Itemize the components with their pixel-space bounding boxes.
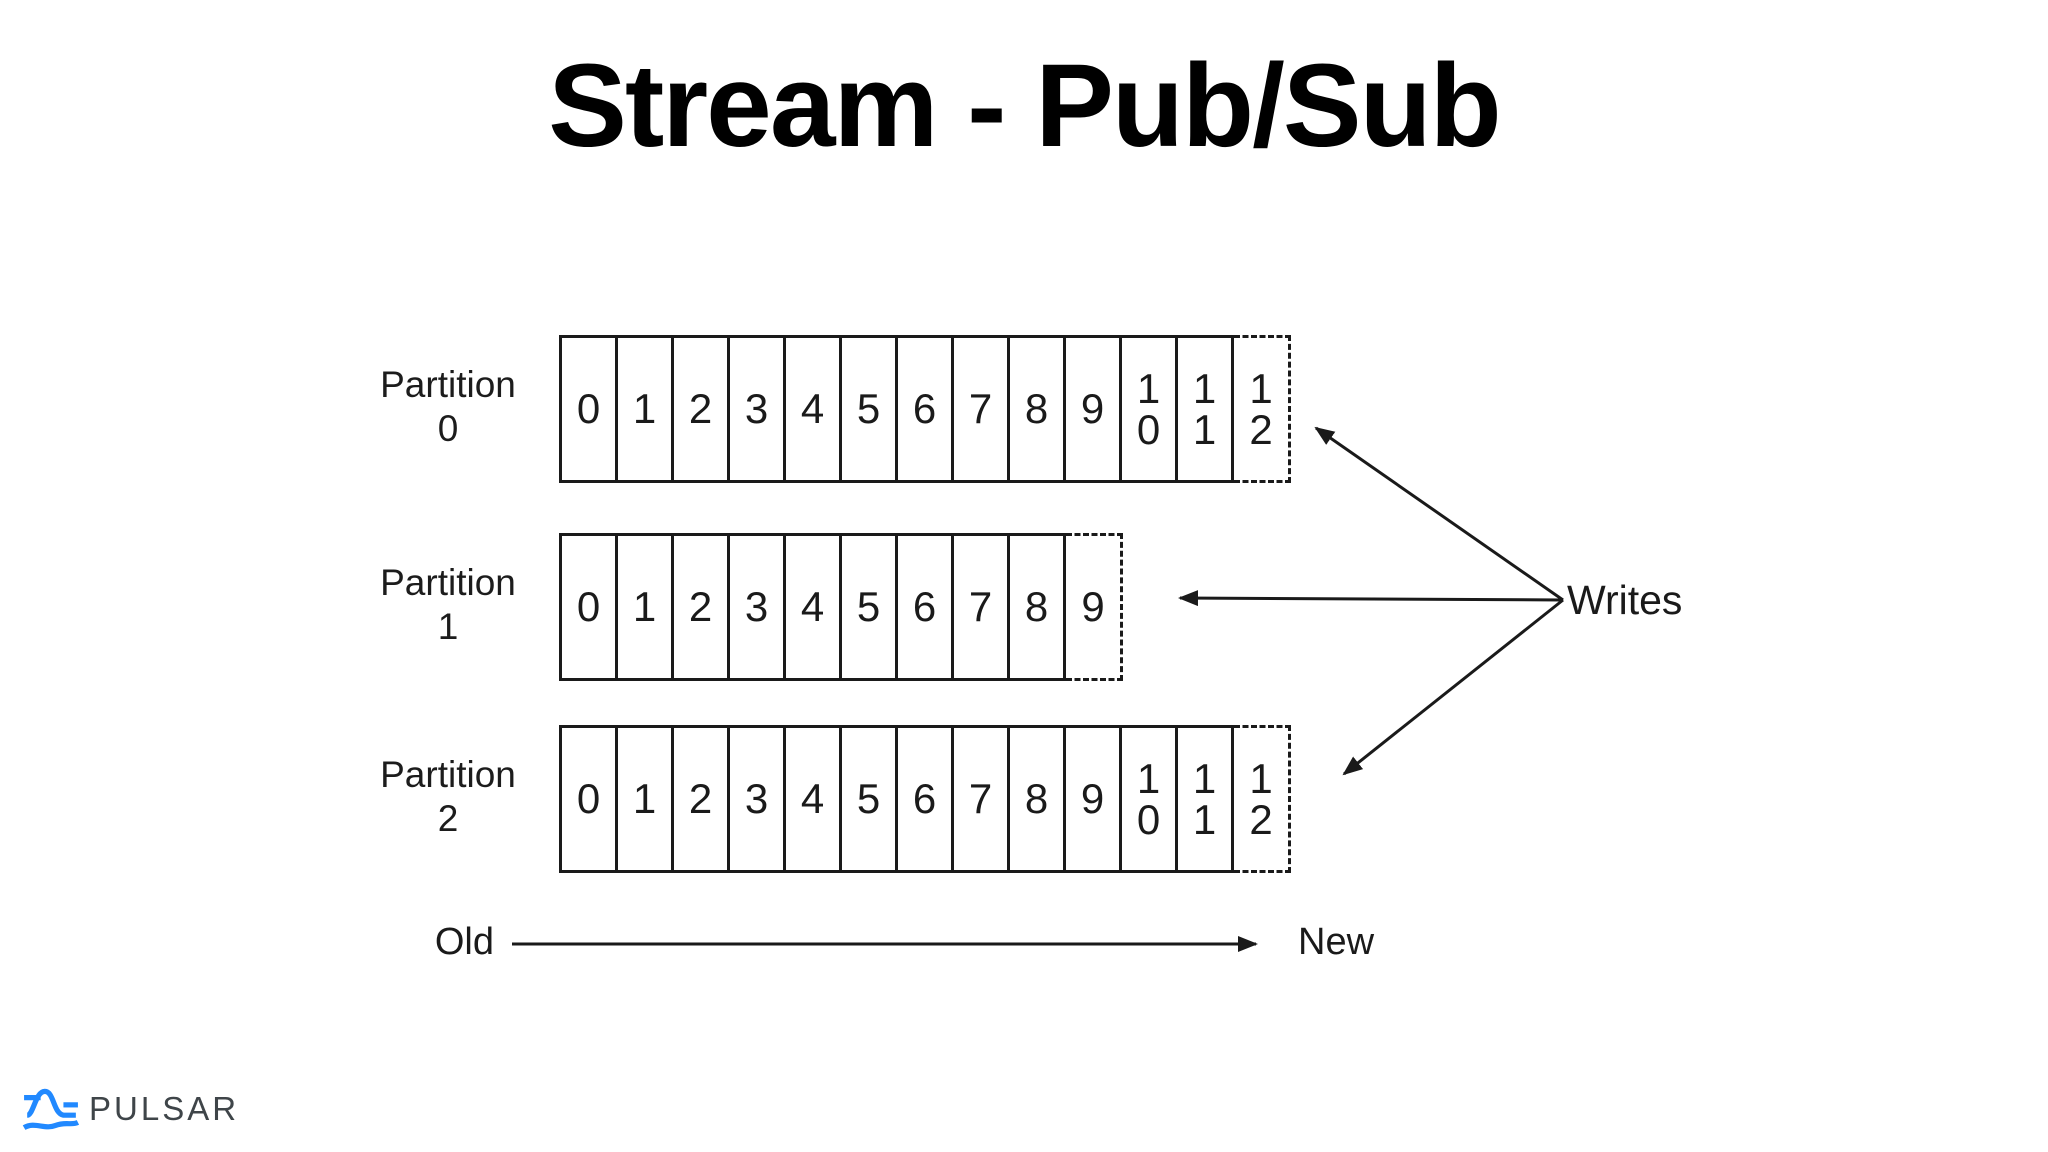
writes-arrow-bottom xyxy=(1342,598,1564,776)
cell-number: 5 xyxy=(856,775,881,823)
partition-label-name: Partition xyxy=(380,754,516,795)
pending-log-cell: 12 xyxy=(1234,335,1291,483)
log-cell: 9 xyxy=(1063,725,1122,873)
log-cell: 0 xyxy=(559,533,618,681)
log-cell: 1 xyxy=(615,533,674,681)
log-cell: 7 xyxy=(951,335,1010,483)
cell-number: 5 xyxy=(856,583,881,631)
log-cell: 11 xyxy=(1175,725,1234,873)
cell-number: 2 xyxy=(688,583,713,631)
partition-label-name: Partition xyxy=(380,364,516,405)
cell-number: 9 xyxy=(1080,775,1105,823)
cell-number: 8 xyxy=(1024,385,1049,433)
cell-number: 3 xyxy=(744,385,769,433)
cell-number: 8 xyxy=(1024,775,1049,823)
log-cell: 1 xyxy=(615,725,674,873)
cell-number: 4 xyxy=(800,583,825,631)
log-cell: 8 xyxy=(1007,533,1066,681)
partition-label-name: Partition xyxy=(380,562,516,603)
new-label: New xyxy=(1298,921,1375,963)
cell-number: 7 xyxy=(968,583,993,631)
log-cell: 6 xyxy=(895,533,954,681)
cell-number: 9 xyxy=(1080,385,1105,433)
log-cell: 1 xyxy=(615,335,674,483)
log-cell: 2 xyxy=(671,725,730,873)
cell-number: 10 xyxy=(1136,364,1161,453)
log-cell: 6 xyxy=(895,725,954,873)
cell-number: 5 xyxy=(856,385,881,433)
log-cell: 8 xyxy=(1007,335,1066,483)
log-cell: 10 xyxy=(1119,725,1178,873)
cell-number: 2 xyxy=(688,775,713,823)
cell-number: 6 xyxy=(912,385,937,433)
partition-label-number: 1 xyxy=(437,605,459,647)
cell-number: 1 xyxy=(632,385,657,433)
cell-number: 0 xyxy=(576,385,601,433)
cell-number: 12 xyxy=(1249,364,1273,453)
cell-number: 11 xyxy=(1192,754,1217,843)
partition-label-number: 0 xyxy=(437,407,459,449)
cell-number: 11 xyxy=(1192,364,1217,453)
log-cell: 0 xyxy=(559,335,618,483)
cell-number: 12 xyxy=(1249,754,1273,843)
writes-arrow-middle xyxy=(1178,590,1564,607)
cell-number: 1 xyxy=(632,583,657,631)
log-cell: 7 xyxy=(951,725,1010,873)
pulsar-pulse-icon xyxy=(22,1088,80,1130)
partition-1-label: Partition 1 xyxy=(372,561,524,648)
cell-number: 4 xyxy=(800,385,825,433)
log-cell: 3 xyxy=(727,533,786,681)
pending-log-cell: 9 xyxy=(1066,533,1123,681)
partition-0-label: Partition 0 xyxy=(372,363,524,450)
cell-number: 3 xyxy=(744,583,769,631)
cell-number: 8 xyxy=(1024,583,1049,631)
cell-number: 6 xyxy=(912,775,937,823)
pending-log-cell: 12 xyxy=(1234,725,1291,873)
writes-arrow-top xyxy=(1314,426,1564,602)
cell-number: 0 xyxy=(576,583,601,631)
cell-number: 6 xyxy=(912,583,937,631)
cell-number: 10 xyxy=(1136,754,1161,843)
log-cell: 10 xyxy=(1119,335,1178,483)
log-cell: 11 xyxy=(1175,335,1234,483)
log-cell: 3 xyxy=(727,725,786,873)
old-label: Old xyxy=(434,921,494,963)
log-cell: 4 xyxy=(783,533,842,681)
log-cell: 5 xyxy=(839,335,898,483)
log-cell: 5 xyxy=(839,725,898,873)
cell-number: 4 xyxy=(800,775,825,823)
cell-number: 1 xyxy=(632,775,657,823)
log-cell: 6 xyxy=(895,335,954,483)
cell-number: 9 xyxy=(1081,583,1105,631)
log-cell: 4 xyxy=(783,725,842,873)
cell-number: 2 xyxy=(688,385,713,433)
log-cell: 8 xyxy=(1007,725,1066,873)
cell-number: 7 xyxy=(968,385,993,433)
log-cell: 3 xyxy=(727,335,786,483)
log-cell: 4 xyxy=(783,335,842,483)
cell-number: 0 xyxy=(576,775,601,823)
log-cell: 2 xyxy=(671,533,730,681)
log-cell: 5 xyxy=(839,533,898,681)
log-cell: 7 xyxy=(951,533,1010,681)
cell-number: 3 xyxy=(744,775,769,823)
log-cell: 2 xyxy=(671,335,730,483)
cell-number: 7 xyxy=(968,775,993,823)
pulsar-wordmark: PULSAR xyxy=(89,1090,240,1127)
writes-label: Writes xyxy=(1567,577,1683,623)
partition-label-number: 2 xyxy=(437,797,459,839)
partition-2-label: Partition 2 xyxy=(372,753,524,840)
log-cell: 9 xyxy=(1063,335,1122,483)
log-cell: 0 xyxy=(559,725,618,873)
slide-title: Stream - Pub/Sub xyxy=(548,40,1501,172)
pulsar-logo: PULSAR xyxy=(22,1084,239,1134)
